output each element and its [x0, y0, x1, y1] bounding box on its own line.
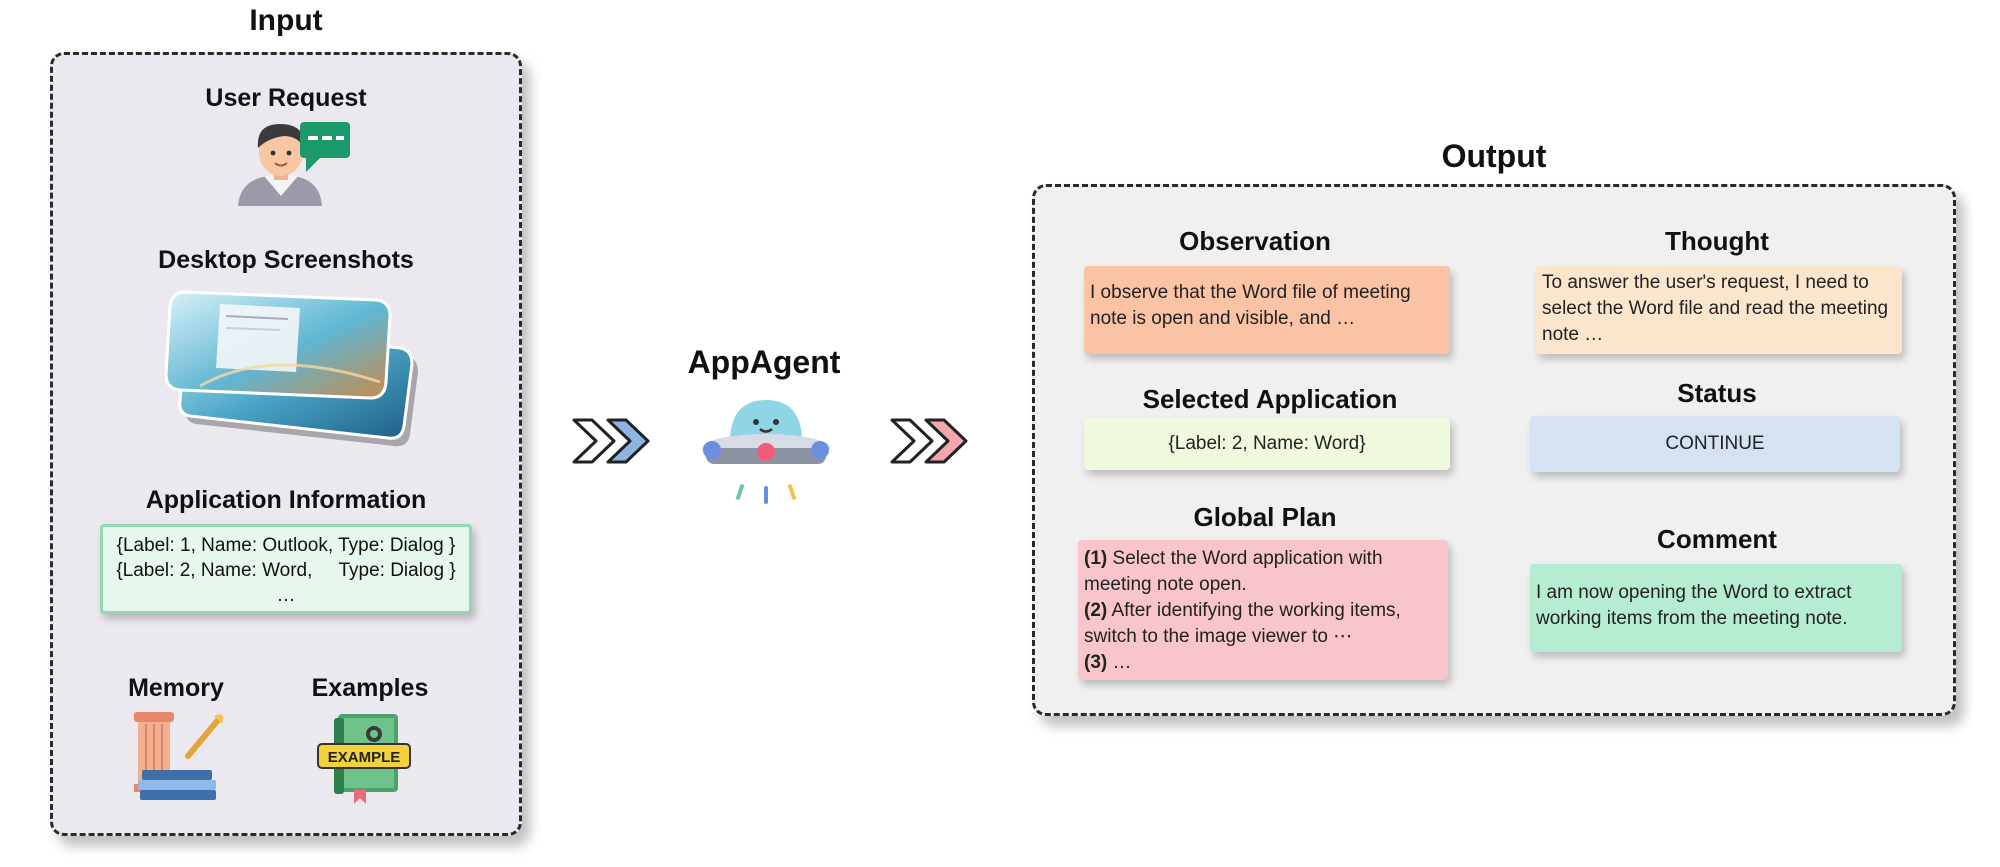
- screenshots-icon: [164, 290, 418, 447]
- global-plan-item-number: (1): [1084, 548, 1108, 569]
- status-card: CONTINUE: [1530, 416, 1900, 472]
- chevron-right-double-icon: [572, 418, 650, 464]
- application-information-card: {Label: 1, Name: Outlook, Type: Dialog }…: [100, 524, 472, 614]
- global-plan-item-number: (3): [1084, 652, 1108, 673]
- status-label: Status: [1677, 378, 1757, 408]
- ufo-robot-icon: [702, 400, 830, 504]
- global-plan-card: (1) Select the Word application with mee…: [1078, 540, 1448, 680]
- observation-label: Observation: [1179, 226, 1331, 256]
- selected-application-text: {Label: 2, Name: Word}: [1168, 433, 1366, 454]
- global-plan-label: Global Plan: [1193, 502, 1337, 532]
- comment-card: I am now opening the Word to extract wor…: [1530, 564, 1902, 652]
- comment-label: Comment: [1657, 524, 1777, 554]
- output-title: Output: [1441, 138, 1547, 174]
- global-plan-item-text: After identifying the working items, swi…: [1084, 600, 1401, 647]
- input-title: Input: [249, 4, 323, 37]
- application-information-label: Application Information: [145, 486, 427, 514]
- app-info-row: {Label: 1, Name: Outlook, Type: Dialog }: [116, 535, 456, 556]
- example-book-icon: EXAMPLE: [317, 714, 411, 804]
- observation-card: I observe that the Word file of meeting …: [1084, 266, 1450, 354]
- selected-application-card: {Label: 2, Name: Word}: [1084, 418, 1450, 470]
- memory-pillar-books-icon: [134, 712, 223, 800]
- comment-text: I am now opening the Word to extract wor…: [1536, 582, 1852, 629]
- global-plan-item-number: (2): [1084, 600, 1108, 621]
- global-plan-item-text: …: [1112, 652, 1132, 673]
- global-plan-item-text: Select the Word application with meeting…: [1084, 548, 1383, 595]
- example-badge-text: EXAMPLE: [328, 749, 401, 766]
- user-chat-icon: [238, 122, 350, 206]
- global-plan-item: (2) After identifying the working items,…: [1084, 598, 1442, 650]
- global-plan-item: (3) …: [1084, 650, 1442, 676]
- thought-card: To answer the user's request, I need to …: [1536, 266, 1902, 354]
- selected-application-label: Selected Application: [1142, 384, 1398, 414]
- app-info-row: …: [276, 585, 296, 606]
- status-text: CONTINUE: [1665, 433, 1765, 454]
- desktop-screenshots-label: Desktop Screenshots: [158, 246, 414, 274]
- user-request-label: User Request: [205, 84, 367, 112]
- examples-label: Examples: [311, 674, 429, 702]
- memory-label: Memory: [128, 674, 224, 702]
- appagent-title: AppAgent: [687, 344, 841, 380]
- thought-label: Thought: [1665, 226, 1769, 256]
- observation-text: I observe that the Word file of meeting …: [1090, 282, 1411, 329]
- app-info-row: {Label: 2, Name: Word, Type: Dialog }: [116, 560, 456, 581]
- thought-text: To answer the user's request, I need to …: [1542, 272, 1889, 345]
- chevron-right-double-icon: [890, 418, 968, 464]
- global-plan-item: (1) Select the Word application with mee…: [1084, 546, 1442, 598]
